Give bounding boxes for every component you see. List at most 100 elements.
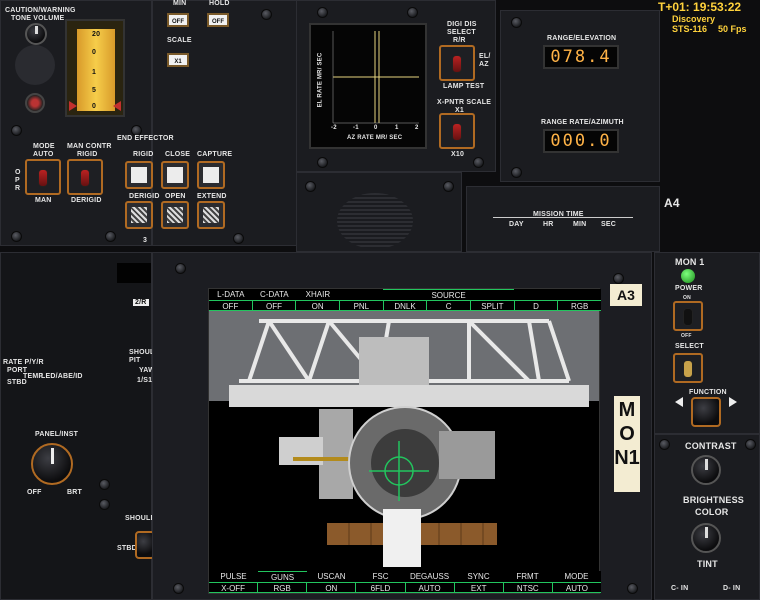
source-d[interactable]: D [513, 301, 558, 311]
top-label: L-DATA [217, 290, 245, 299]
mission-time-title: MISSION TIME [533, 211, 584, 218]
rate-plot-frame: EL RATE MR/ SEC -2 -1 0 1 2 AZ RATE MR/ … [309, 23, 427, 149]
function-left-arrow[interactable] [675, 397, 683, 407]
caution-warning-label: CAUTION/WARNING [5, 7, 76, 14]
xhair-toggle[interactable]: ON [295, 301, 339, 311]
open-btn-label: OPEN [165, 193, 186, 200]
val-1s1: 1/S1 [137, 377, 153, 384]
uscan-value[interactable]: ON [306, 583, 355, 593]
off-label: OFF [27, 489, 42, 496]
left-mid-panel: 2/R RATE P/Y/R PORT TEMP LED/ABE/ID STBD… [0, 252, 160, 600]
scale-x1-button[interactable]: X1 [167, 53, 189, 67]
top-label [557, 289, 601, 300]
brightness-label: BRIGHTNESS [683, 495, 745, 505]
lamp-test-label: LAMP TEST [443, 83, 485, 90]
extend-btn-label: EXTEND [197, 193, 227, 200]
open-button[interactable] [161, 201, 189, 229]
panel-2r-label: 2/R [133, 299, 149, 306]
function-label: FUNCTION [689, 389, 727, 396]
stbd2-label: STBD [117, 545, 137, 552]
caution-button[interactable] [25, 93, 45, 113]
a4-panel-id: A4 [664, 196, 680, 210]
degauss-value[interactable]: AUTO [404, 583, 454, 593]
function-knob[interactable] [691, 397, 721, 427]
frmt-value[interactable]: NTSC [502, 583, 552, 593]
x-pntr-scale-label: X-PNTR SCALE [437, 99, 492, 106]
source-dnlk[interactable]: DNLK [382, 301, 427, 311]
extend-button[interactable] [197, 201, 225, 229]
shoulder-label: SHOULD [125, 515, 156, 522]
pulse-value[interactable]: X-OFF [221, 584, 246, 593]
guns-value[interactable]: RGB [257, 583, 306, 593]
range-elevation-label: RANGE/ELEVATION [547, 35, 617, 42]
degauss-label: DEGAUSS [409, 572, 450, 581]
meter-tick: 5 [92, 87, 97, 94]
capture-button[interactable] [197, 161, 225, 189]
meter-frame: 20 0 1 5 0 [65, 19, 125, 117]
rate-xtick: 0 [374, 125, 378, 131]
contrast-label: CONTRAST [685, 441, 737, 451]
mission-time-min: MIN [573, 221, 587, 228]
power-switch[interactable] [673, 301, 703, 331]
meter-strip [77, 29, 115, 111]
panel-inst-knob[interactable] [31, 443, 73, 485]
close-button[interactable] [161, 161, 189, 189]
rigid-button[interactable] [125, 161, 153, 189]
contrast-knob[interactable] [691, 455, 721, 485]
uscan-label: USCAN [317, 572, 346, 581]
camera-view [209, 311, 599, 571]
mode-label: MODE [564, 572, 589, 581]
scale-label: SCALE [167, 37, 192, 44]
tone-volume-knob[interactable] [25, 23, 47, 45]
sync-label: SYNC [467, 572, 490, 581]
power-on-label: ON [683, 295, 691, 301]
derigid-btn-label: DERIGID [129, 193, 160, 200]
sync-value[interactable]: EXT [453, 583, 503, 593]
color-knob[interactable] [691, 523, 721, 553]
stbd-label: STBD [7, 379, 27, 386]
x-pntr-scale-switch[interactable] [439, 113, 475, 149]
digi-dis-select-switch[interactable] [439, 45, 475, 81]
man-contr-switch[interactable] [67, 159, 103, 195]
derigid-button[interactable] [125, 201, 153, 229]
rate-display-panel: EL RATE MR/ SEC -2 -1 0 1 2 AZ RATE MR/ … [296, 0, 496, 172]
rate-plot [332, 31, 419, 124]
guns-label: GUNS [258, 571, 307, 582]
hold-label: HOLD [209, 0, 230, 7]
tint-label: TINT [697, 559, 718, 569]
source-c[interactable]: C [426, 301, 470, 311]
mode-value[interactable]: AUTO [551, 583, 601, 593]
select-switch[interactable] [673, 353, 703, 383]
off-button[interactable]: OFF [167, 13, 189, 27]
vehicle-name: Discovery [672, 14, 716, 24]
blank-display [117, 263, 151, 283]
led-abe-id-label: LED/ABE/ID [41, 373, 83, 380]
end-effector-right-panel: MIN HOLD OFF OFF SCALE X1 END EFFECTOR R… [117, 0, 302, 246]
x10-label: X10 [451, 151, 465, 158]
fsc-label: FSC [372, 572, 389, 581]
mon1-controls-panel: MON 1 POWER ON OFF SELECT FUNCTION [654, 252, 760, 434]
mode-switch[interactable] [25, 159, 61, 195]
top-label: XHAIR [305, 290, 331, 299]
brt-label: BRT [67, 489, 82, 496]
l-data-toggle[interactable]: OFF [222, 302, 239, 311]
frmt-label: FRMT [516, 572, 539, 581]
function-right-arrow[interactable] [729, 397, 737, 407]
source-pnl[interactable]: PNL [339, 301, 383, 311]
monitor-adjust-panel: CONTRAST BRIGHTNESS COLOR TINT C- IN D- … [654, 434, 760, 600]
source-split[interactable]: SPLIT [470, 301, 514, 311]
range-rate-display: 000.0 [543, 129, 619, 153]
top-label [340, 289, 384, 300]
fsc-value[interactable]: 6FLD [355, 583, 404, 593]
rate-xtick: -2 [331, 125, 337, 131]
man-contr-label: MAN CONTR [67, 143, 112, 150]
power-indicator-light [681, 269, 695, 283]
hold-off-button[interactable]: OFF [207, 13, 229, 27]
speaker-panel [296, 172, 462, 252]
source-rgb[interactable]: RGB [557, 301, 601, 311]
c-data-toggle[interactable]: OFF [251, 301, 296, 311]
range-rate-label: RANGE RATE/AZIMUTH [541, 119, 624, 126]
caution-panel: CAUTION/WARNING TONE VOLUME 20 0 1 5 0 M… [0, 0, 152, 246]
yaw-label: YAW [139, 367, 155, 374]
mission-time-hr: HR [543, 221, 554, 228]
